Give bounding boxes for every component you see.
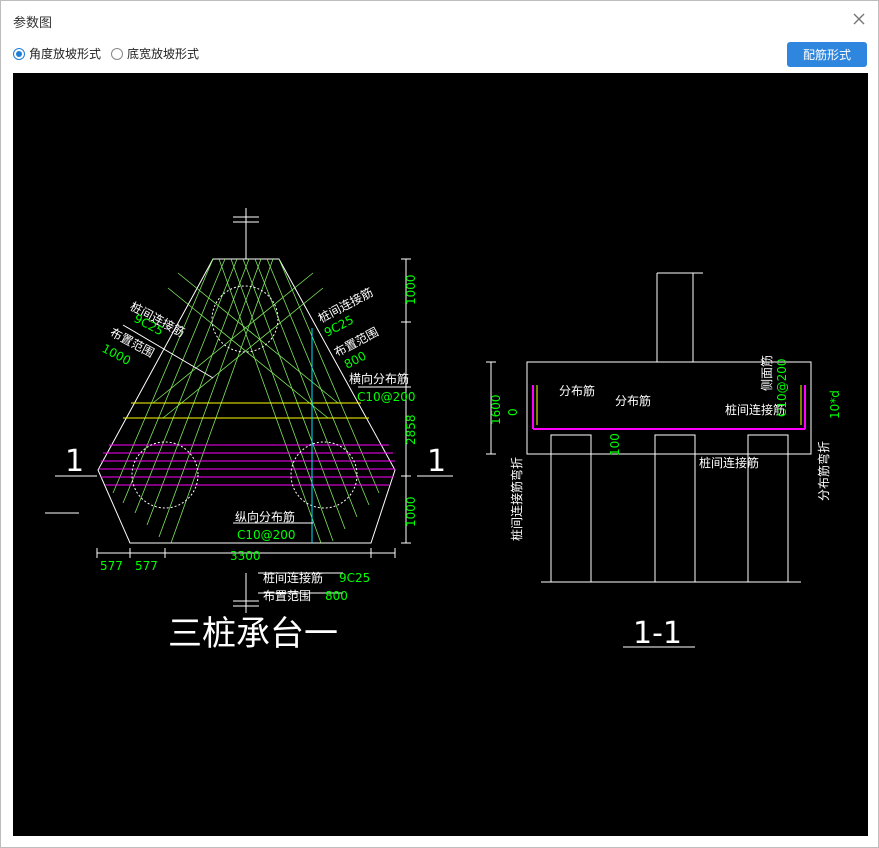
- cap-outline: [526, 361, 812, 455]
- radio-angle-slope[interactable]: 角度放坡形式: [13, 45, 101, 62]
- section-mark-left: 1: [65, 444, 84, 479]
- plan-labels: 桩间连接筋 9C25 布置范围 1000 桩间连接筋 9C25 布置范围 800…: [65, 274, 446, 654]
- section-dim-100: 100: [608, 433, 622, 456]
- section-side-spec: C10@200: [775, 358, 789, 417]
- section-dist-rebar-a: 分布筋: [559, 383, 595, 398]
- section-view: [486, 272, 812, 648]
- section-bend-right: 分布筋弯折: [816, 441, 831, 501]
- section-pile-link-b: 桩间连接筋: [699, 455, 759, 470]
- label-longitudinal: 纵向分布筋: [235, 509, 295, 524]
- section-mark-right: 1: [427, 444, 446, 479]
- dim-mid: 2858: [404, 414, 418, 445]
- label-longitudinal-spec: C10@200: [237, 528, 296, 542]
- yellow-lines: [123, 402, 369, 419]
- pile-circle-right: [290, 441, 358, 509]
- dim-offset-b: 577: [135, 559, 158, 573]
- label-transverse-spec: C10@200: [357, 390, 416, 404]
- dialog-title: 参数图: [13, 16, 53, 31]
- dim-width: 3300: [230, 549, 261, 563]
- green-hatch: [112, 258, 380, 544]
- radio-width-slope[interactable]: 底宽放坡形式: [111, 45, 199, 62]
- label-bottom: 桩间连接筋: [263, 570, 323, 585]
- options-bar: 角度放坡形式 底宽放坡形式: [1, 39, 878, 69]
- label-bottom-range: 布置范围: [263, 589, 311, 603]
- dim-offset-a: 577: [100, 559, 123, 573]
- radio-unchecked-icon: [111, 47, 123, 60]
- pile-circle-top: [211, 285, 279, 353]
- section-labels: 分布筋 分布筋 桩间连接筋 桩间连接筋 侧面筋 C10@200 桩间连接筋弯折 …: [489, 355, 842, 651]
- pile-circle-left: [131, 441, 199, 509]
- drawing-svg: 桩间连接筋 9C25 布置范围 1000 桩间连接筋 9C25 布置范围 800…: [45, 208, 842, 654]
- label-bottom-range-val: 800: [325, 589, 348, 603]
- section-dim-height: 1600: [489, 394, 503, 425]
- dim-top: 1000: [404, 274, 418, 305]
- section-side-rebar: 侧面筋: [759, 355, 774, 391]
- magenta-rebars: [99, 444, 395, 486]
- section-pile-link-a: 桩间连接筋: [725, 402, 785, 417]
- close-icon[interactable]: [850, 10, 868, 28]
- title-bar: 参数图: [1, 1, 878, 37]
- drawing-canvas: 桩间连接筋 9C25 布置范围 1000 桩间连接筋 9C25 布置范围 800…: [13, 73, 868, 836]
- section-dim-10d: 10*d: [828, 390, 842, 419]
- section-caption: 1-1: [633, 616, 682, 651]
- rebar-form-button[interactable]: 配筋形式: [787, 42, 867, 67]
- label-transverse: 横向分布筋: [349, 371, 409, 386]
- radio-checked-icon: [13, 47, 25, 60]
- plan-view: [45, 208, 453, 613]
- section-dim-zero: 0: [506, 408, 520, 416]
- plan-caption: 三桩承台一: [168, 614, 338, 654]
- section-bend-left: 桩间连接筋弯折: [509, 457, 524, 541]
- radio-angle-slope-label: 角度放坡形式: [29, 47, 102, 61]
- section-dist-rebar-b: 分布筋: [615, 393, 651, 408]
- radio-width-slope-label: 底宽放坡形式: [127, 47, 200, 61]
- label-bottom-num: 9C25: [339, 571, 370, 585]
- dim-bot: 1000: [404, 496, 418, 527]
